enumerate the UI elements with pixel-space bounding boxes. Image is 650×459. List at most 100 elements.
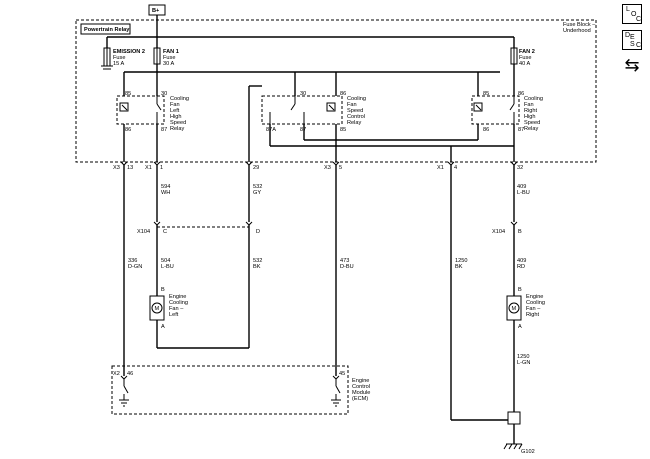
battery-supply-label: B+ — [152, 8, 160, 14]
conn-x2: X2 — [113, 371, 120, 377]
powertrain-relay-label: Powertrain Relay — [84, 27, 130, 33]
wire-532a-color: GY — [253, 190, 261, 196]
relay-left-pin-bl: 86 — [125, 127, 131, 133]
relay-right-pin-tr: 86 — [518, 91, 524, 97]
relay-right-pin-br: 87 — [518, 127, 524, 133]
wire-1250b-color: L-GN — [517, 360, 530, 366]
relay-speed-name-3: Control — [347, 114, 365, 120]
conn-x3b: X3 — [324, 165, 331, 171]
motor-right-pin-top: B — [518, 287, 522, 293]
fuse-emission-name: EMISSION 2 — [113, 49, 145, 55]
relay-right-name-4: Speed — [524, 120, 540, 126]
fuse-block-label-2: Underhood — [563, 28, 591, 34]
description-icon-c: C — [636, 42, 642, 49]
motor-right-name-0: Engine — [526, 294, 543, 300]
relay-speed-pin-bl: 87A — [266, 127, 276, 133]
wire-473-color: D-BU — [340, 264, 354, 270]
relay-left-name-4: Speed — [170, 120, 186, 126]
relay-left-name-1: Fan — [170, 102, 180, 108]
motor-right-name-3: Right — [526, 312, 540, 318]
motor-left-name-0: Engine — [169, 294, 186, 300]
x104-right-label: X104 — [492, 229, 505, 235]
conn-x1b-pin: 4 — [454, 165, 457, 171]
description-icon-s: S — [630, 41, 635, 48]
relay-speed-pin-br: 85 — [340, 127, 346, 133]
wire-504-num: 504 — [161, 258, 170, 264]
wire-504-color: L-BU — [161, 264, 174, 270]
ecm-name-3: (ECM) — [352, 396, 368, 402]
wire-409b-num: 409 — [517, 258, 526, 264]
wire-532a-num: 532 — [253, 184, 262, 190]
motor-right-name-2: Fan – — [526, 306, 541, 312]
flow-icon[interactable]: ⇆ — [624, 55, 640, 76]
wire-1250b-num: 1250 — [517, 354, 529, 360]
motor-left-name-2: Fan – — [169, 306, 184, 312]
location-icon-o: O — [631, 11, 637, 18]
wire-336-color: D-GN — [128, 264, 142, 270]
conn-x3a-pin: 13 — [127, 165, 133, 171]
conn-x1b: X1 — [437, 165, 444, 171]
fuse-fan1-name: FAN 1 — [163, 49, 179, 55]
relay-right-name-3: High — [524, 114, 536, 120]
x104-pin-b: B — [518, 229, 522, 235]
wire-473-num: 473 — [340, 258, 349, 264]
relay-right-pin-tl: 85 — [483, 91, 489, 97]
motor-right: B M A Engine Cooling Fan – Right — [506, 287, 545, 330]
motor-left-pin-bottom: A — [161, 324, 165, 330]
relay-left-name-5: Relay — [170, 126, 185, 132]
wire-409b-color: RD — [517, 264, 525, 270]
fuse-fan2-name: FAN 2 — [519, 49, 535, 55]
conn-pin29: 29 — [253, 165, 259, 171]
motor-right-pin-bottom: A — [518, 324, 522, 330]
conn-pin32: 32 — [517, 165, 523, 171]
motor-left-symbol: M — [155, 306, 160, 312]
fuse-fan1-type: Fuse — [163, 55, 175, 61]
wire-409a-num: 409 — [517, 184, 526, 190]
location-icon-c: C — [636, 16, 642, 23]
conn-x1a: X1 — [145, 165, 152, 171]
conn-x1a-pin: 1 — [160, 165, 163, 171]
wire-532b-num: 532 — [253, 258, 262, 264]
wire-594-num: 594 — [161, 184, 170, 190]
fuse-fan2-type: Fuse — [519, 55, 531, 61]
relay-right-name-2: Right — [524, 108, 538, 114]
relay-speed-pin-bm: 87 — [300, 127, 306, 133]
relay-right-name-1: Fan — [524, 102, 534, 108]
wire-1250a-num: 1250 — [455, 258, 467, 264]
relay-left-pin-tr: 30 — [161, 91, 167, 97]
description-icon-d: D — [625, 32, 631, 39]
fuse-emission: EMISSION 2 Fuse 15 A — [101, 47, 145, 70]
fuse-emission-type: Fuse — [113, 55, 125, 61]
fuse-fan1-rating: 30 A — [163, 61, 174, 67]
ground-label: G102 — [521, 449, 535, 455]
fuse-fan1: FAN 1 Fuse 30 A — [153, 47, 179, 67]
relay-left-pin-br: 87 — [161, 127, 167, 133]
description-icon[interactable]: D E S C — [622, 30, 642, 50]
relay-left-pin-tl: 85 — [125, 91, 131, 97]
relay-speed-name-1: Fan — [347, 102, 357, 108]
relay-speed-name-4: Relay — [347, 120, 362, 126]
conn-x3b-pin: 5 — [339, 165, 342, 171]
relay-left-name-0: Cooling — [170, 96, 189, 102]
relay-left-high-speed: 85 30 86 87 Cooling Fan Left High Speed … — [116, 91, 189, 133]
wire-532b-color: BK — [253, 264, 261, 270]
relay-right-name-5: Relay — [524, 126, 539, 132]
relay-right-high-speed: 85 86 86 87 Cooling Fan Right High Speed… — [471, 91, 543, 133]
conn-x3a: X3 — [113, 165, 120, 171]
motor-right-name-1: Cooling — [526, 300, 545, 306]
motor-left-name-1: Cooling — [169, 300, 188, 306]
x104-left-label: X104 — [137, 229, 150, 235]
wire-594-color: WH — [161, 190, 170, 196]
relay-speed-control: 30 86 87A 87 85 Cooling Fan Speed Contro… — [261, 91, 366, 133]
fuse-fan2-rating: 40 A — [519, 61, 530, 67]
ecm-name-2: Module — [352, 390, 370, 396]
wire-409a-color: L-BU — [517, 190, 530, 196]
location-icon[interactable]: L O C — [622, 4, 642, 24]
description-icon-e: E — [630, 34, 635, 41]
conn-ecm-pin: 45 — [339, 371, 345, 377]
powertrain-relay-box — [80, 23, 131, 35]
wire-1250a-color: BK — [455, 264, 463, 270]
x104-pin-d: D — [256, 229, 260, 235]
motor-left: B M A Engine Cooling Fan – Left — [149, 287, 188, 330]
